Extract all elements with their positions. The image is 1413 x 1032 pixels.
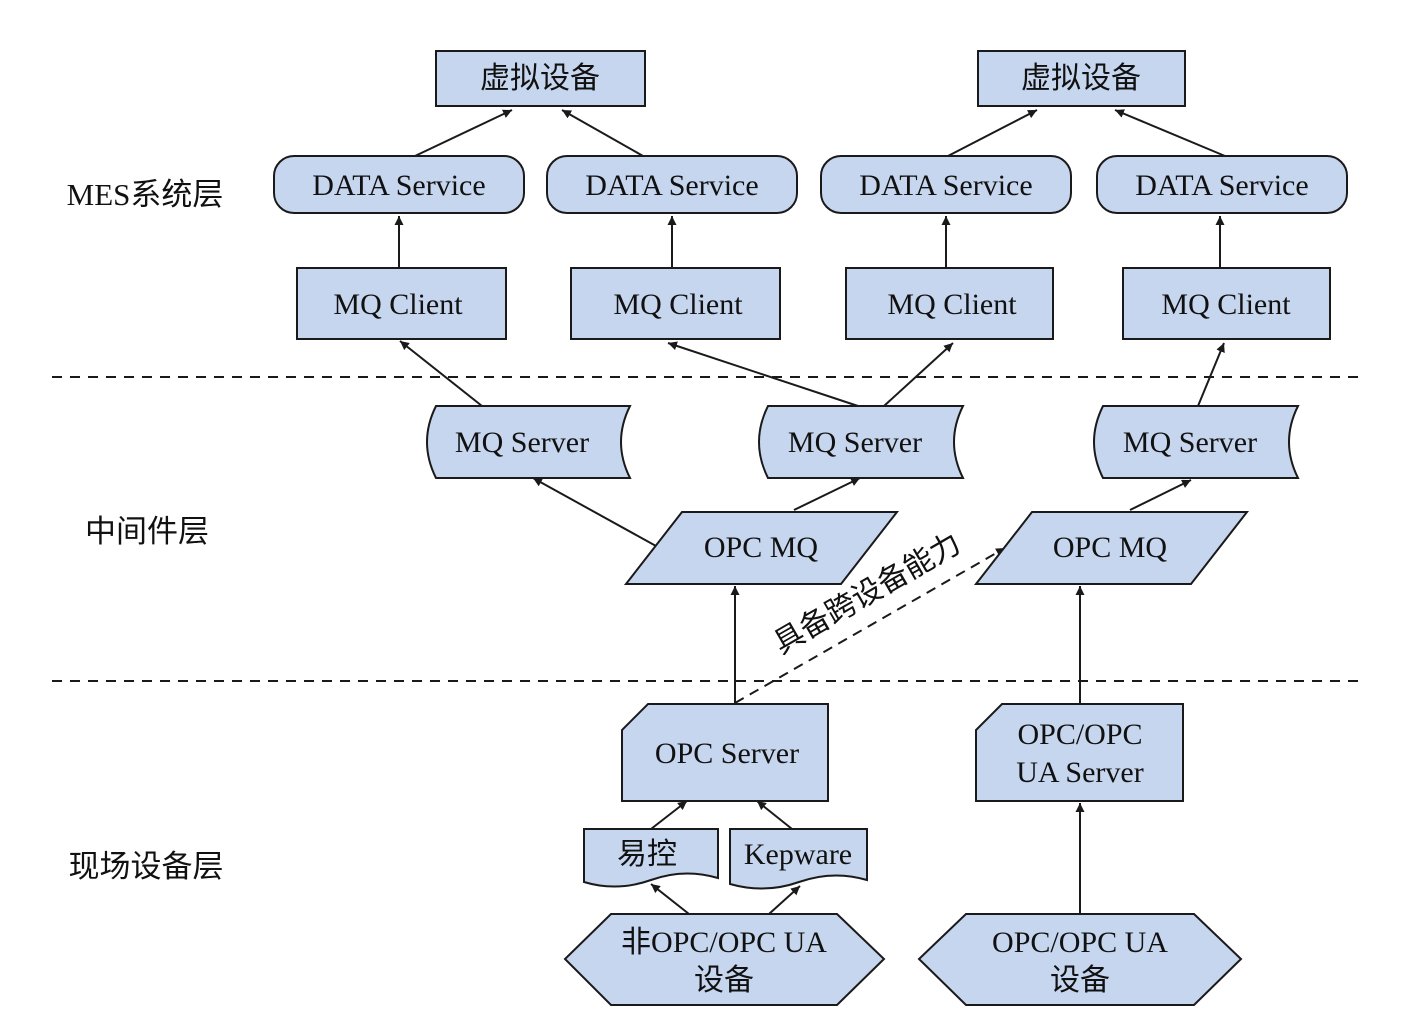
node-opc-server: OPC Server — [621, 703, 829, 802]
node-label: 易控 — [617, 838, 677, 871]
edge-kepware-opcserver — [756, 800, 793, 830]
edge-mqs2-mqc3 — [883, 342, 954, 407]
node-label-line1: 非OPC/OPC UA — [621, 926, 827, 959]
node-label: MQ Server — [455, 426, 589, 459]
node-data-service-1: DATA Service — [273, 155, 525, 214]
node-label: MQ Client — [333, 288, 463, 321]
node-label: MQ Client — [887, 288, 1017, 321]
node-mq-server-3: MQ Server — [1093, 405, 1300, 479]
node-mq-client-1: MQ Client — [296, 267, 507, 340]
node-label: MQ Server — [1123, 426, 1257, 459]
node-mq-server-2: MQ Server — [758, 405, 965, 479]
edge-yikong-opcserver — [650, 800, 688, 830]
node-label: 虚拟设备 — [480, 62, 600, 95]
edge-opcmq2-mqs3 — [1129, 479, 1192, 511]
node-non-opc-device: 非OPC/OPC UA 设备 — [563, 913, 886, 1006]
edge-device-yikong — [650, 883, 690, 915]
node-data-service-4: DATA Service — [1096, 155, 1348, 214]
edge-opcmq1-mqs2 — [793, 477, 861, 511]
layer-label-field: 现场设备层 — [69, 849, 224, 884]
node-data-service-3: DATA Service — [820, 155, 1072, 214]
node-label-line2: 设备 — [1050, 964, 1110, 997]
node-kepware: Kepware — [729, 828, 868, 890]
node-mq-client-4: MQ Client — [1122, 267, 1331, 340]
node-label-line1: OPC/OPC — [1017, 718, 1142, 751]
node-label: DATA Service — [859, 169, 1032, 202]
node-label: DATA Service — [585, 169, 758, 202]
node-opc-device: OPC/OPC UA 设备 — [917, 913, 1243, 1006]
edge-opcmq1-mqs1 — [532, 477, 657, 547]
node-virtual-device-2: 虚拟设备 — [977, 50, 1186, 107]
node-label: DATA Service — [1135, 169, 1308, 202]
node-opc-mq-1: OPC MQ — [623, 511, 900, 585]
node-yikong: 易控 — [583, 828, 719, 888]
node-label: Kepware — [744, 838, 852, 871]
node-mq-client-2: MQ Client — [570, 267, 781, 340]
edge-device-kepware — [768, 885, 801, 915]
node-label-line2: UA Server — [1016, 756, 1143, 789]
node-label: DATA Service — [312, 169, 485, 202]
edges — [394, 109, 1226, 915]
layer-label-middleware: 中间件层 — [85, 514, 209, 549]
node-label: MQ Server — [788, 426, 922, 459]
node-label: OPC MQ — [1053, 531, 1168, 564]
node-opc-ua-server: OPC/OPC UA Server — [975, 703, 1184, 802]
node-label: OPC Server — [655, 737, 799, 770]
edge-ds4-vd2 — [1114, 109, 1226, 157]
edge-ds1-vd1 — [414, 109, 513, 157]
node-label: MQ Client — [1161, 288, 1291, 321]
node-mq-server-1: MQ Server — [426, 405, 632, 479]
edge-ds2-vd1 — [561, 109, 644, 157]
node-label-line1: OPC/OPC UA — [992, 926, 1168, 959]
edge-cross-device-dashed — [734, 547, 1006, 704]
edge-mqs3-mqc4 — [1197, 342, 1225, 407]
node-label: MQ Client — [613, 288, 743, 321]
edge-mqs1-mqc1 — [399, 340, 483, 407]
node-virtual-device-1: 虚拟设备 — [435, 50, 646, 107]
node-data-service-2: DATA Service — [546, 155, 798, 214]
edge-mqs2-mqc2 — [667, 341, 859, 407]
node-mq-client-3: MQ Client — [845, 267, 1054, 340]
node-label: 虚拟设备 — [1021, 62, 1141, 95]
node-label-line2: 设备 — [694, 964, 754, 997]
node-opc-mq-2: OPC MQ — [973, 511, 1250, 585]
layer-label-mes: MES系统层 — [67, 177, 224, 212]
node-label: OPC MQ — [704, 531, 819, 564]
edge-ds3-vd2 — [947, 109, 1038, 157]
